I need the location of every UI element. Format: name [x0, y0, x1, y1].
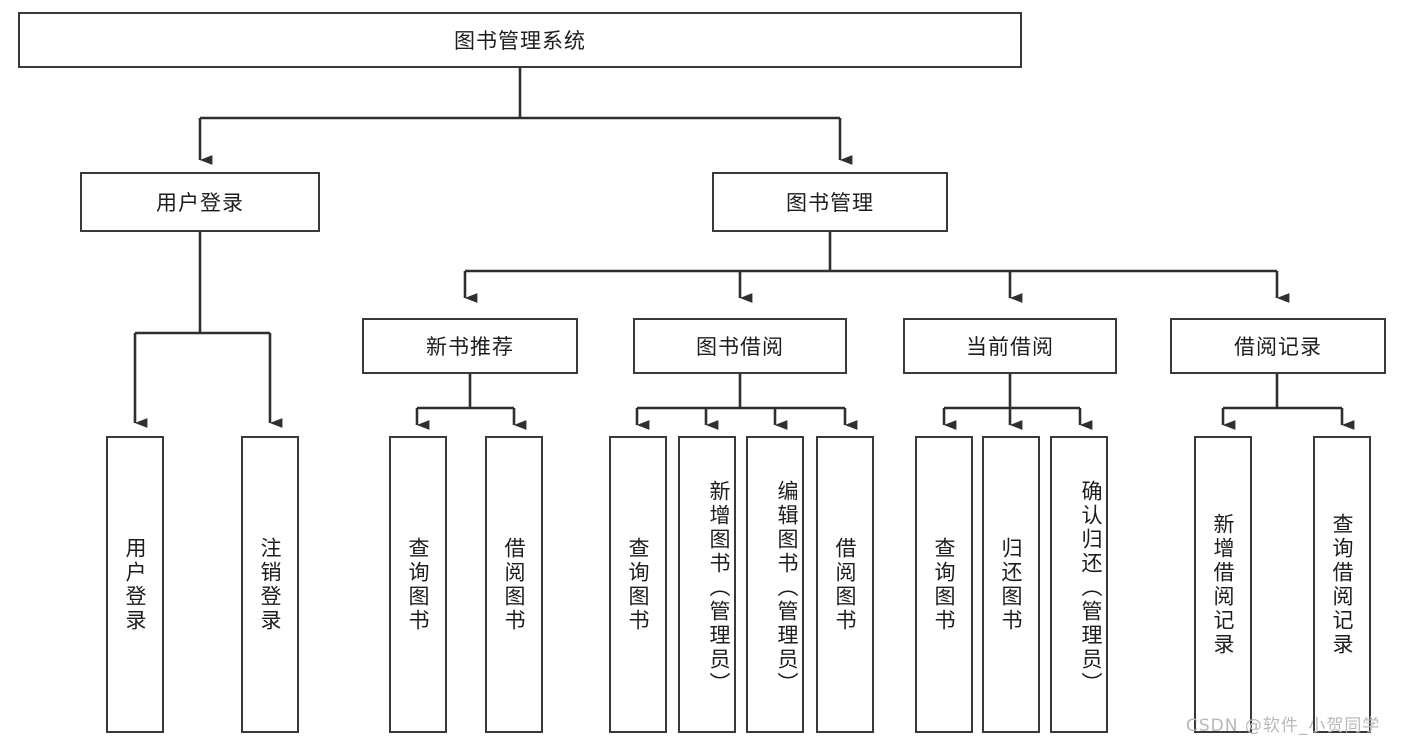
node-label: 图书管理系统 [454, 29, 586, 53]
node-user-login[interactable]: 用户登录 [80, 172, 320, 232]
leaf-add-borrow-record[interactable]: 新增借阅记录 [1194, 436, 1252, 733]
node-label: 编辑图书（管理员） [775, 479, 799, 696]
node-book-borrow[interactable]: 图书借阅 [633, 318, 847, 374]
node-label: 当前借阅 [966, 335, 1054, 359]
leaf-user-login[interactable]: 用户登录 [106, 436, 164, 733]
leaf-query-book-current[interactable]: 查询图书 [915, 436, 973, 733]
node-label: 新增借阅记录 [1211, 512, 1235, 657]
node-label: 查询图书 [932, 536, 956, 633]
node-label: 查询借阅记录 [1330, 512, 1354, 657]
node-label: 归还图书 [999, 536, 1023, 633]
leaf-add-book-admin[interactable]: 新增图书（管理员） [678, 436, 736, 733]
node-label: 注销登录 [258, 536, 282, 633]
leaf-query-borrow-record[interactable]: 查询借阅记录 [1313, 436, 1371, 733]
node-label: 借阅记录 [1234, 335, 1322, 359]
node-label: 用户登录 [156, 191, 244, 215]
leaf-borrow-book-borrow[interactable]: 借阅图书 [816, 436, 874, 733]
node-label: 借阅图书 [502, 536, 526, 633]
node-label: 图书管理 [786, 191, 874, 215]
node-root[interactable]: 图书管理系统 [18, 12, 1022, 68]
node-label: 查询图书 [626, 536, 650, 633]
node-new-book-recommend[interactable]: 新书推荐 [362, 318, 578, 374]
node-label: 图书借阅 [696, 335, 784, 359]
node-label: 查询图书 [406, 536, 430, 633]
leaf-logout[interactable]: 注销登录 [241, 436, 299, 733]
leaf-query-book-borrow[interactable]: 查询图书 [609, 436, 667, 733]
leaf-return-book[interactable]: 归还图书 [982, 436, 1040, 733]
node-label: 用户登录 [123, 536, 147, 633]
node-current-borrow[interactable]: 当前借阅 [903, 318, 1117, 374]
leaf-query-book-newbook[interactable]: 查询图书 [389, 436, 447, 733]
leaf-edit-book-admin[interactable]: 编辑图书（管理员） [746, 436, 804, 733]
node-book-management[interactable]: 图书管理 [712, 172, 948, 232]
node-label: 借阅图书 [833, 536, 857, 633]
leaf-borrow-book-newbook[interactable]: 借阅图书 [485, 436, 543, 733]
node-label: 确认归还（管理员） [1079, 479, 1103, 696]
node-label: 新增图书（管理员） [707, 479, 731, 696]
node-borrow-record[interactable]: 借阅记录 [1170, 318, 1386, 374]
leaf-confirm-return-admin[interactable]: 确认归还（管理员） [1050, 436, 1108, 733]
node-label: 新书推荐 [426, 335, 514, 359]
